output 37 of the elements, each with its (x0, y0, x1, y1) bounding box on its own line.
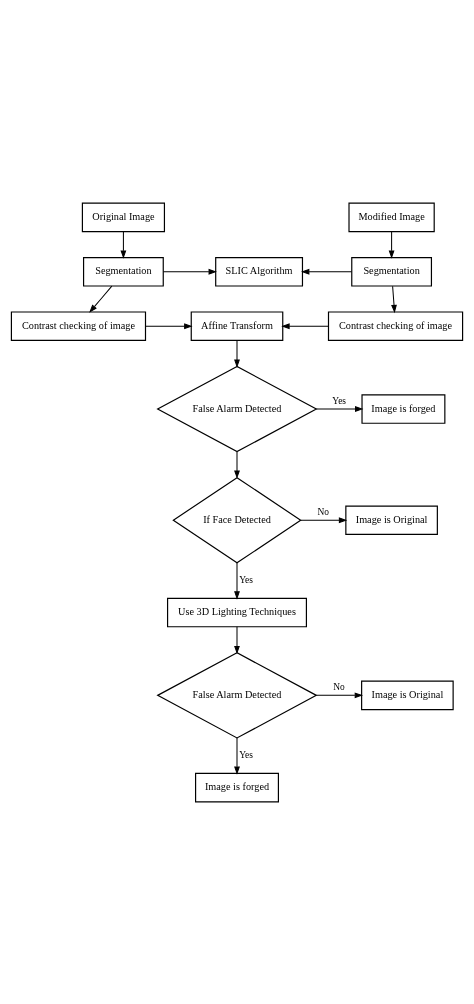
node-box: Image is Original (361, 680, 454, 710)
arrow (281, 322, 329, 329)
arrow (315, 405, 364, 412)
arrow (301, 268, 353, 275)
node-box: Affine Transform (190, 310, 284, 341)
edge-label: Yes (239, 749, 253, 760)
node-box: SLIC Algorithm (215, 256, 304, 287)
edge-label: No (333, 681, 345, 692)
node-box: Contrast checking of image (327, 310, 464, 341)
arrow (388, 230, 395, 259)
node-box: Contrast checking of image (10, 310, 147, 341)
node-box: Original Image (81, 202, 165, 232)
node-box: Segmentation (351, 256, 433, 287)
node-box: Modified Image (348, 202, 435, 232)
node-box: Segmentation (83, 256, 164, 287)
arrow (234, 625, 240, 654)
arrow (234, 450, 240, 479)
arrow (234, 737, 240, 775)
node-diamond: False Alarm Detected (156, 651, 318, 739)
node-box: Image is forged (361, 393, 446, 424)
node-box: Use 3D Lighting Techniques (167, 597, 307, 627)
arrow (391, 285, 397, 313)
node-diamond: If Face Detected (172, 476, 302, 564)
arrow (162, 268, 217, 275)
node-diamond: False Alarm Detected (156, 365, 318, 452)
arrow (234, 339, 240, 368)
arrow (300, 516, 348, 523)
arrow (234, 561, 240, 600)
edge-label: Yes (239, 574, 253, 585)
edge-label: No (317, 506, 330, 517)
arrow (315, 691, 364, 698)
node-box: Image is Original (345, 504, 438, 535)
arrow (89, 285, 113, 313)
arrow (145, 322, 193, 329)
node-box: Image is forged (195, 772, 279, 802)
edge-label: Yes (332, 395, 347, 406)
arrow (120, 230, 127, 259)
